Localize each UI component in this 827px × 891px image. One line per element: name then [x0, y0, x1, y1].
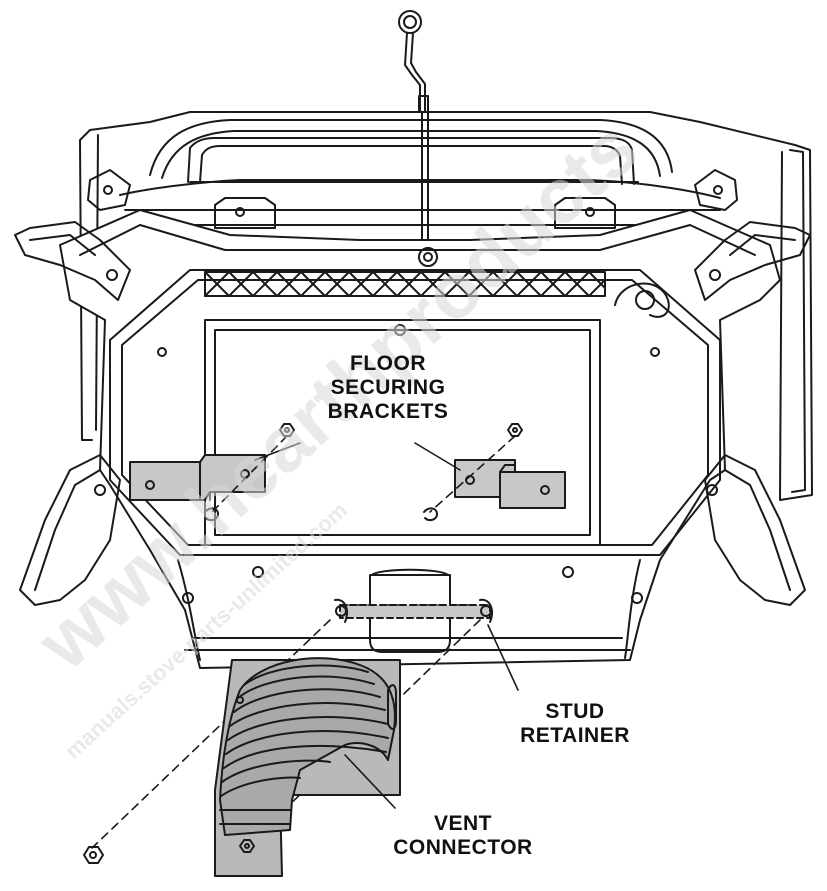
leader-lines	[254, 442, 519, 809]
stud-label-line-2: RETAINER	[520, 724, 630, 747]
floor-bracket-right	[454, 459, 566, 509]
firebox-frame	[109, 269, 721, 556]
loose-nut	[83, 846, 104, 864]
vent-label-line-2: CONNECTOR	[393, 836, 533, 859]
damper-knob	[614, 282, 670, 318]
floor-securing-brackets-label: FLOOR SECURING BRACKETS	[298, 352, 478, 424]
right-hinges	[694, 169, 811, 606]
lift-rod	[398, 10, 429, 256]
top-lugs	[214, 197, 616, 229]
mesh-grille	[204, 247, 606, 297]
floor-label-line-2: SECURING	[330, 376, 446, 399]
vent-opening	[369, 568, 451, 653]
floor-bracket-left	[129, 454, 266, 501]
vent-connector	[214, 657, 401, 877]
floor-label-line-1: FLOOR	[350, 352, 426, 375]
left-hinges	[14, 169, 131, 606]
stud-retainer-label: STUD RETAINER	[505, 700, 645, 748]
bracket-screws	[204, 423, 523, 522]
top-frame	[119, 119, 721, 226]
bottom-fasteners	[182, 566, 643, 604]
vent-connector-label: VENT CONNECTOR	[383, 812, 543, 860]
stud-label-line-1: STUD	[545, 700, 605, 723]
floor-label-line-3: BRACKETS	[327, 400, 449, 423]
vent-label-line-1: VENT	[433, 812, 492, 835]
